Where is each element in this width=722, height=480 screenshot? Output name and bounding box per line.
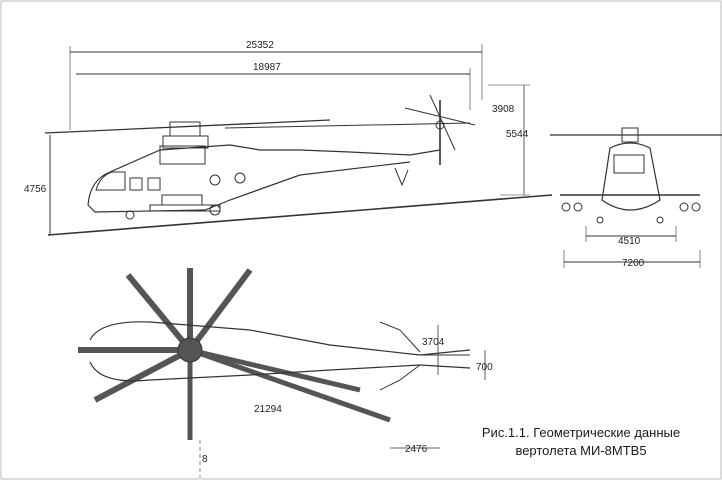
dim-overall-length: 25352 <box>246 40 274 51</box>
top-view <box>78 268 486 478</box>
ground-line <box>47 194 553 236</box>
dim-tail-offset: 2476 <box>405 444 428 455</box>
dim-misc-label: 8 <box>202 454 208 465</box>
dim-height: 4756 <box>24 184 47 195</box>
caption-line-1: Рис.1.1. Геометрические данные <box>481 425 681 440</box>
figure-caption: Рис.1.1. Геометрические данные вертолета… <box>456 424 706 460</box>
dim-fuselage-length: 18987 <box>253 62 281 73</box>
dim-tail-span-b: 700 <box>476 362 493 373</box>
dim-wheel-track: 4510 <box>618 236 641 247</box>
dim-tail-span-a: 3704 <box>422 337 445 348</box>
front-view <box>550 127 722 268</box>
caption-line-2: вертолета МИ-8МТВ5 <box>515 443 647 458</box>
main-rotor-blade <box>44 119 331 134</box>
dim-rotor-radius: 21294 <box>254 404 282 415</box>
dim-span: 7200 <box>622 258 645 269</box>
side-view <box>44 44 553 236</box>
fuselage-outline <box>87 144 441 206</box>
dim-tail-rotor-height: 3908 <box>492 104 515 115</box>
dim-tail-height: 5544 <box>506 129 529 140</box>
